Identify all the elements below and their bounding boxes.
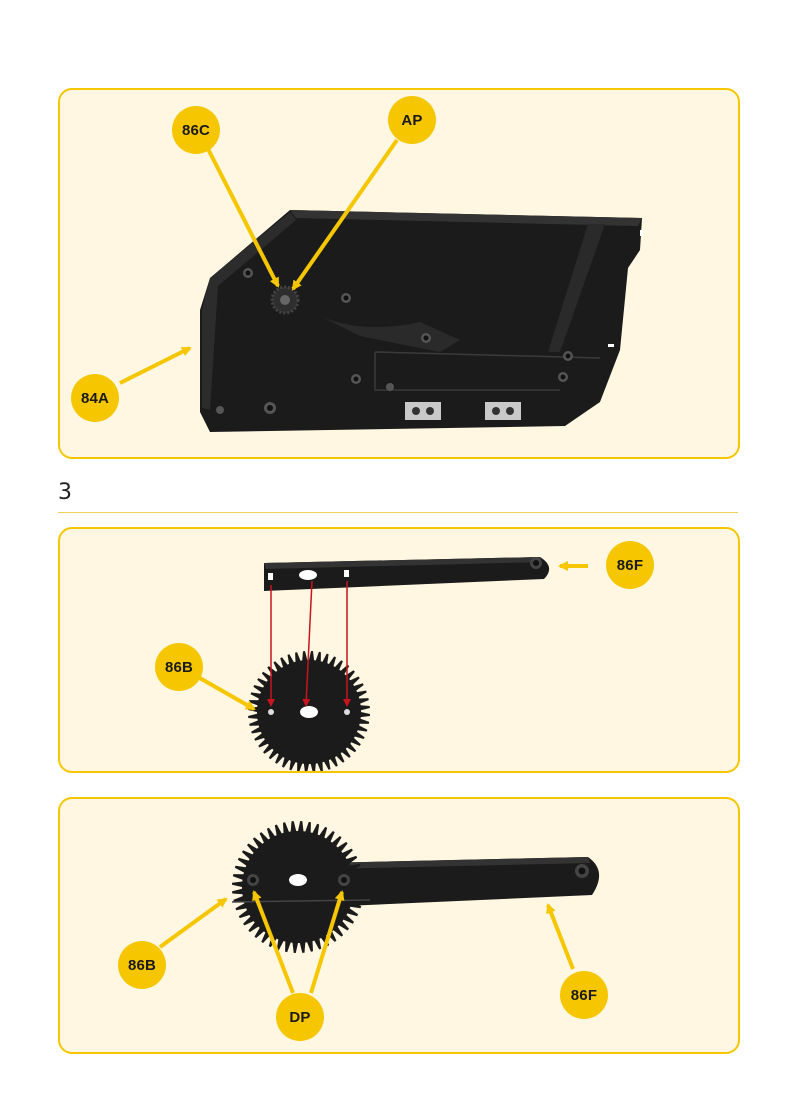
callout-dp: DP (276, 993, 324, 1041)
arm-86f (264, 557, 550, 591)
pointer-arrow-dp-left (252, 890, 295, 994)
callout-84a: 84A (71, 374, 119, 422)
callout-86f: 86F (560, 971, 608, 1019)
door-panel-84a (200, 210, 643, 432)
callout-86c: 86C (172, 106, 220, 154)
step-divider (58, 512, 738, 513)
gear-arm-assembled-illustration (158, 821, 600, 994)
callout-86b: 86B (155, 643, 203, 691)
step-number: 3 (58, 480, 72, 505)
gear-86b (232, 821, 364, 953)
pointer-arrow-86c (203, 142, 280, 288)
door-panel-illustration (119, 138, 643, 432)
illustration-panel-assembled: 86B 86F DP (58, 797, 740, 1054)
pointer-arrow-84a (119, 346, 192, 385)
illustration-panel-exploded: 86F 86B (58, 527, 740, 773)
pointer-arrow-ap (291, 138, 399, 291)
callout-ap: AP (388, 96, 436, 144)
arm-86f (322, 857, 600, 907)
dowel-pins (231, 874, 371, 903)
callout-86b: 86B (118, 941, 166, 989)
gear-86b-pin-hole (344, 709, 350, 715)
callout-86f: 86F (606, 541, 654, 589)
pointer-arrow-86f (546, 903, 575, 970)
gear-arm-exploded-illustration (197, 557, 588, 771)
pointer-arrow-86b (158, 897, 228, 949)
guide-arrow-center (302, 580, 313, 707)
illustration-panel-door: 86C AP 84A (58, 88, 740, 459)
pointer-arrow-dp-right (309, 890, 345, 994)
gear-86b (248, 651, 370, 771)
gear-86b-pin-hole (268, 709, 274, 715)
gear-86b-center-hole (300, 706, 318, 718)
gear-86b-teeth (232, 821, 364, 953)
pointer-arrow-86b (197, 675, 256, 711)
